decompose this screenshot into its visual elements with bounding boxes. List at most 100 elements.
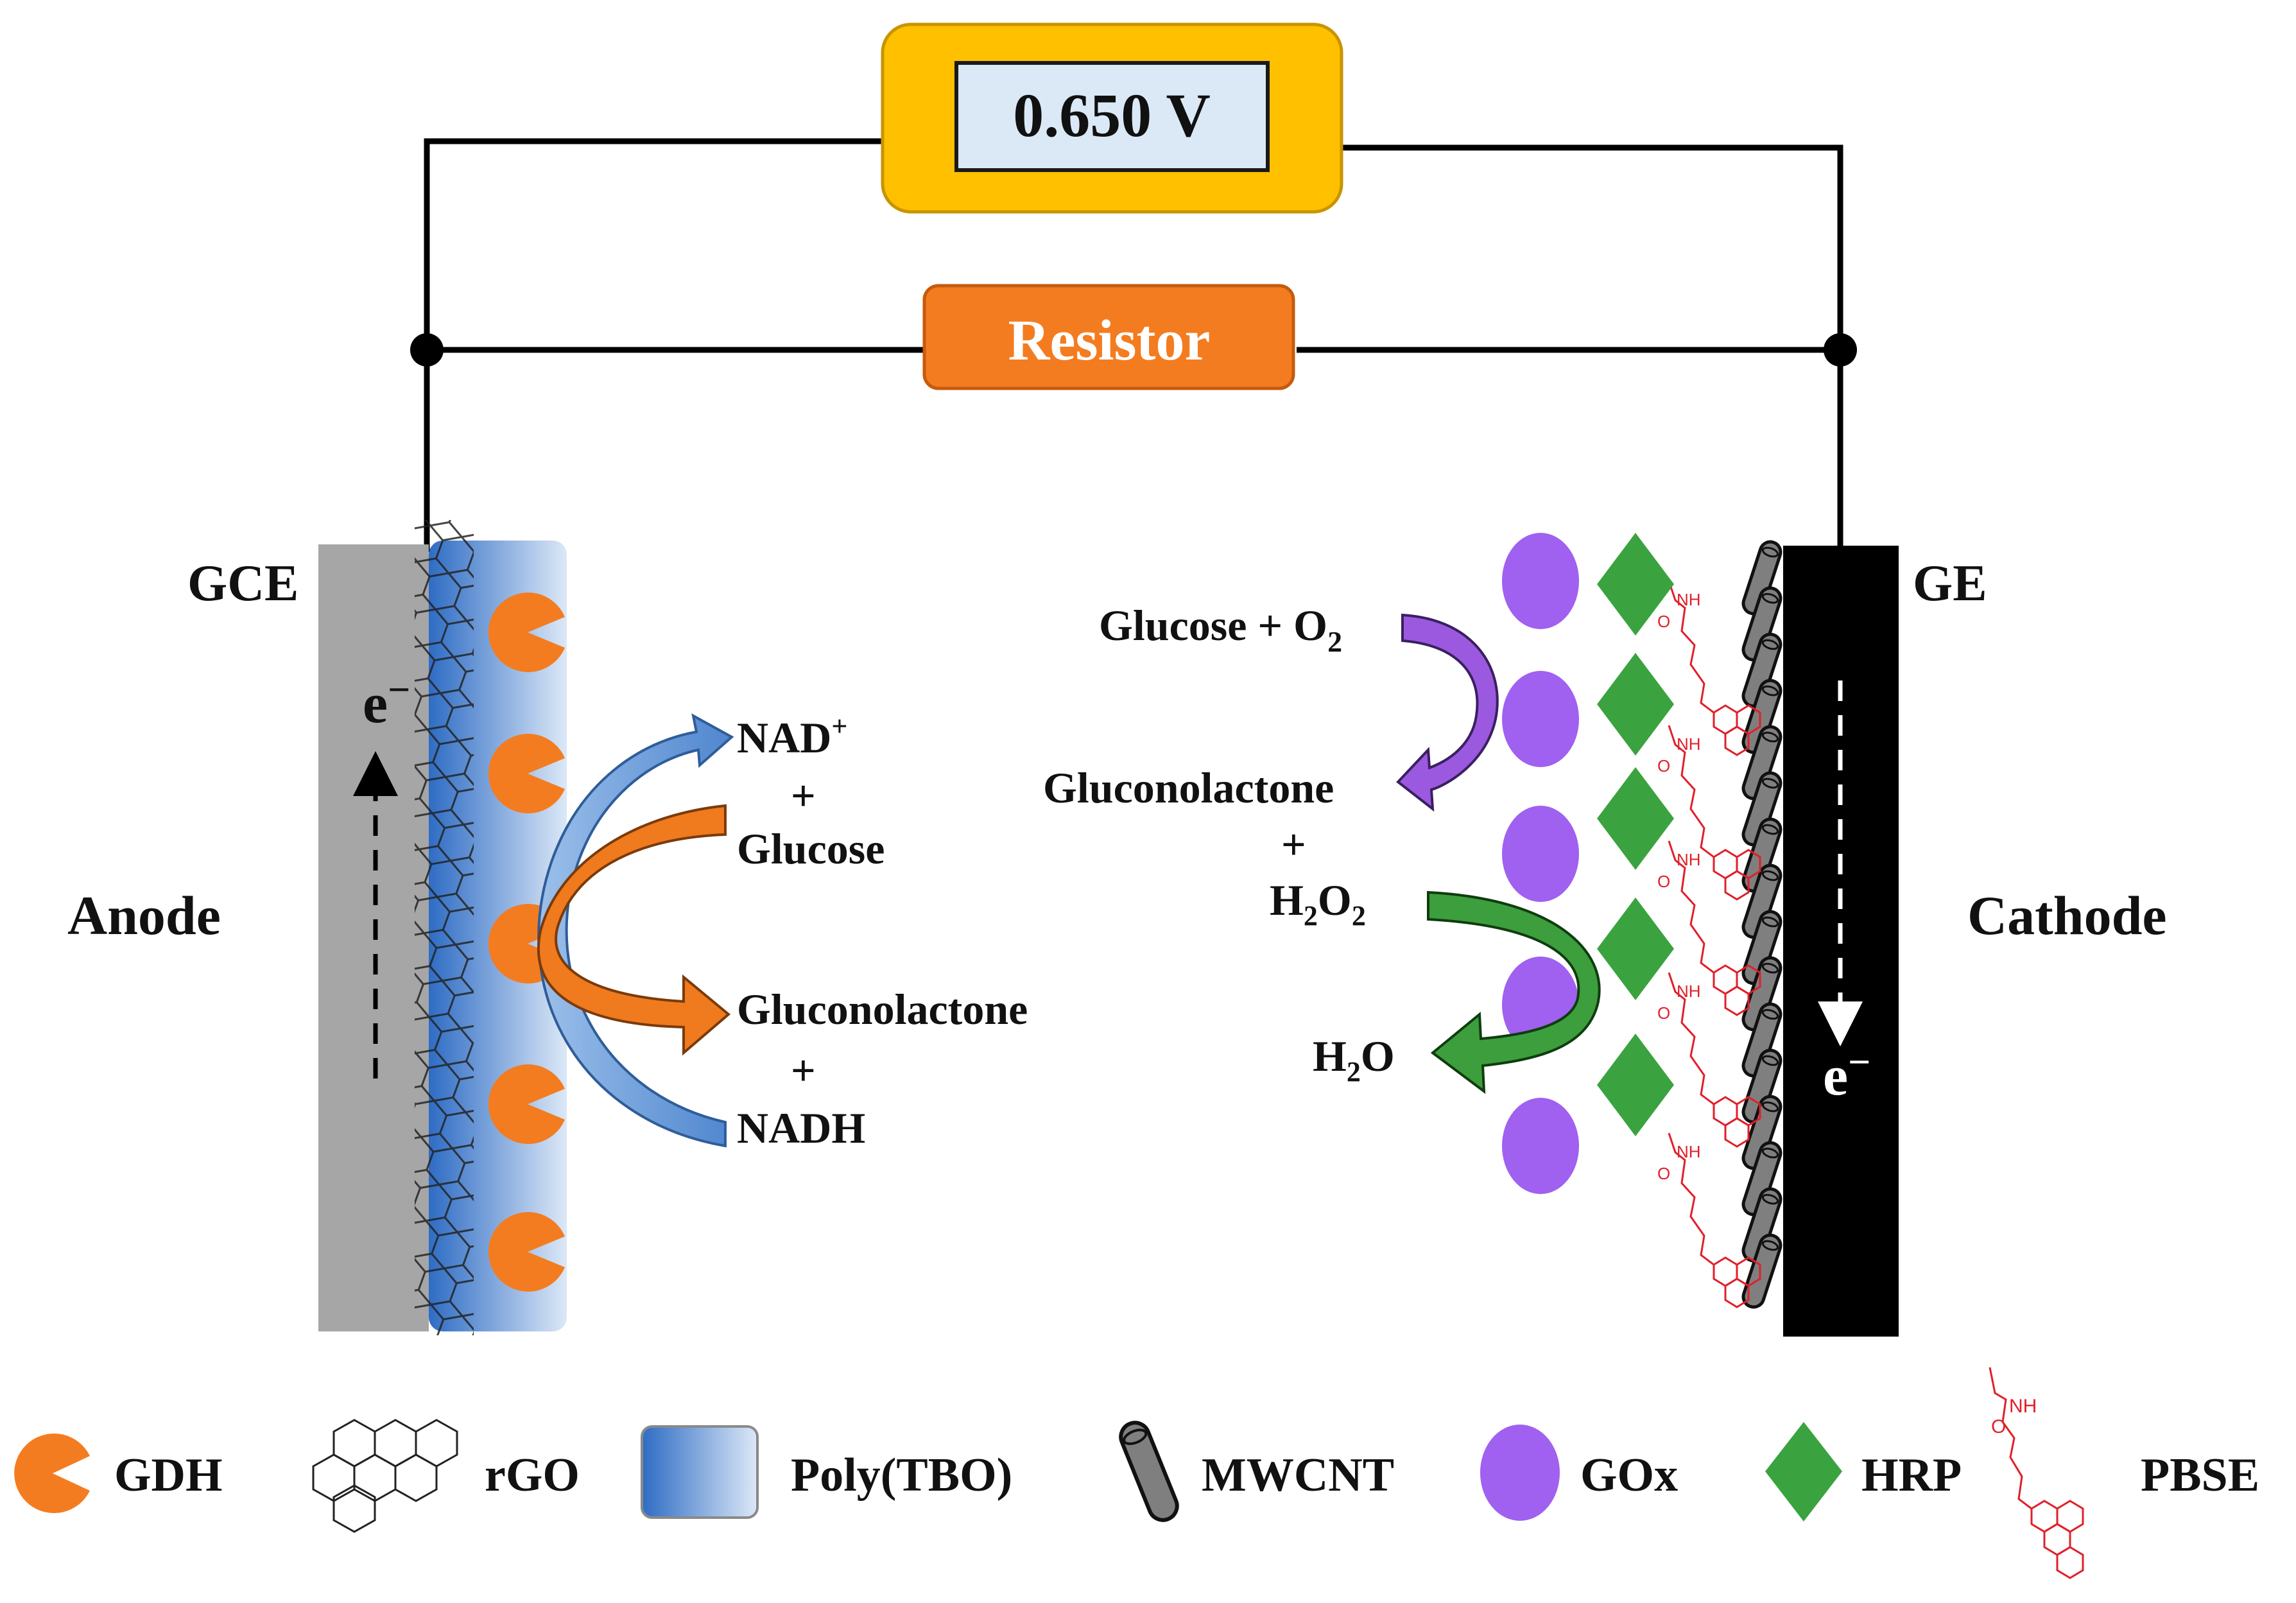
pbse-icon-nh: NH bbox=[2009, 1396, 2037, 1417]
legend: GDH rGO Poly(TBO) MWCNT GOx HRP bbox=[14, 1367, 2259, 1579]
glucose-o2-text: Glucose + O bbox=[1099, 601, 1327, 650]
anode-plus-1: + bbox=[791, 771, 816, 820]
cathode-electrode-label: GE bbox=[1913, 555, 1987, 612]
resistor: Resistor bbox=[922, 284, 1295, 390]
anode-electron-label: e− bbox=[363, 668, 410, 735]
gox-enzyme-icon bbox=[1502, 533, 1579, 629]
h2o2-label: H2O2 bbox=[1270, 876, 1366, 931]
resistor-label: Resistor bbox=[1008, 309, 1211, 372]
anode-plus-2: + bbox=[791, 1046, 816, 1095]
pbse-o-label: O bbox=[1657, 612, 1670, 631]
o2-sub: 2 bbox=[1327, 625, 1342, 658]
pbse-linker-icon bbox=[1668, 725, 1761, 901]
poly-tbo-gradient-icon bbox=[641, 1425, 759, 1519]
mwcnt-tube-icon bbox=[1741, 863, 1782, 939]
anode-electron: e bbox=[363, 673, 388, 735]
mwcnt-tube-icon bbox=[1741, 1233, 1782, 1309]
mwcnt-tube-icon bbox=[1741, 1187, 1782, 1263]
h2o-label: H2O bbox=[1313, 1032, 1395, 1087]
mwcnt-layer bbox=[1741, 540, 1782, 1309]
h2o2-o: O bbox=[1318, 876, 1352, 924]
pbse-icon-o: O bbox=[1991, 1416, 2006, 1437]
mwcnt-tube-icon bbox=[1741, 771, 1782, 847]
cathode-reaction-arrows bbox=[1396, 613, 1601, 1095]
hrp-enzyme-icon bbox=[1597, 767, 1674, 870]
pbse-linker-icon bbox=[1668, 580, 1761, 756]
gox-enzymes bbox=[1502, 533, 1579, 1194]
gox-ellipse-icon bbox=[1480, 1425, 1560, 1521]
cathode-plus: + bbox=[1281, 820, 1306, 869]
mwcnt-tube-icon bbox=[1741, 1095, 1782, 1170]
gdh-enzyme-icon bbox=[488, 733, 565, 813]
pbse-linker-icon bbox=[1668, 840, 1761, 1016]
voltmeter-reading: 0.650 V bbox=[1013, 81, 1211, 150]
pbse-o-label: O bbox=[1657, 1003, 1670, 1023]
junction-dot-left bbox=[410, 333, 444, 367]
legend-label-gdh: GDH bbox=[114, 1449, 223, 1502]
h2o2-sub1: 2 bbox=[1304, 900, 1318, 931]
anode-title-text: Anode bbox=[67, 885, 221, 946]
gdh-enzyme-icon bbox=[488, 1212, 565, 1292]
rgo-layer bbox=[415, 520, 474, 1335]
nad-text: NAD bbox=[737, 713, 831, 762]
circuit-wires bbox=[424, 138, 1843, 552]
gdh-pacman-icon bbox=[14, 1434, 90, 1513]
hrp-enzymes bbox=[1597, 533, 1674, 1136]
legend-label-pbse: PBSE bbox=[2141, 1449, 2259, 1502]
gox-enzyme-icon bbox=[1502, 806, 1579, 902]
hrp-enzyme-icon bbox=[1597, 653, 1674, 756]
pbse-o-label: O bbox=[1657, 756, 1670, 776]
legend-label-mwcnt: MWCNT bbox=[1202, 1449, 1394, 1502]
pbse-o-label: O bbox=[1657, 1164, 1670, 1183]
cathode-electron-sup: − bbox=[1848, 1041, 1870, 1084]
hrp-enzyme-icon bbox=[1597, 897, 1674, 1000]
cathode-title: Cathode bbox=[1967, 885, 2167, 946]
cathode-electron-label: e− bbox=[1823, 1041, 1870, 1107]
mwcnt-tube-icon bbox=[1741, 725, 1782, 801]
hrp-reaction-arrow bbox=[1427, 890, 1601, 1095]
glucose-label: Glucose bbox=[737, 824, 885, 873]
gdh-enzyme-icon bbox=[488, 592, 565, 672]
rgo-hexagon-icon bbox=[312, 1419, 458, 1533]
pbse-nh-label: NH bbox=[1677, 734, 1701, 754]
gdh-enzyme-icon bbox=[488, 1064, 565, 1144]
nad-sup: + bbox=[831, 711, 847, 742]
pbse-linker-icon bbox=[1989, 1367, 2084, 1579]
mwcnt-tube-icon bbox=[1741, 1141, 1782, 1217]
nadh-label: NADH bbox=[737, 1104, 865, 1152]
h2o2-h: H bbox=[1270, 876, 1304, 924]
cathode-assembly bbox=[1783, 546, 1899, 1337]
mwcnt-tube-icon bbox=[1119, 1421, 1179, 1522]
h2o-sub: 2 bbox=[1347, 1056, 1361, 1087]
nad-regeneration-arrow bbox=[537, 713, 734, 1148]
pbse-nh-label: NH bbox=[1677, 982, 1701, 1001]
pbse-nh-label: NH bbox=[1677, 590, 1701, 609]
hrp-enzyme-icon bbox=[1597, 533, 1674, 636]
mwcnt-tube-icon bbox=[1741, 910, 1782, 985]
legend-label-poly-tbo: Poly(TBO) bbox=[791, 1449, 1012, 1502]
mwcnt-tube-icon bbox=[1741, 586, 1782, 662]
pbse-nh-label: NH bbox=[1677, 850, 1701, 869]
nad-label: NAD+ bbox=[737, 711, 847, 762]
junction-dot-right bbox=[1824, 333, 1857, 367]
h2o-h: H bbox=[1313, 1032, 1347, 1080]
glucose-oxidation-arrow bbox=[537, 804, 731, 1056]
gdh-enzymes bbox=[488, 592, 565, 1292]
mwcnt-tube-icon bbox=[1741, 540, 1782, 616]
mwcnt-tube-icon bbox=[1741, 1002, 1782, 1078]
legend-label-gox: GOx bbox=[1580, 1449, 1678, 1502]
hrp-diamond-icon bbox=[1765, 1422, 1842, 1521]
glucose-o2-label: Glucose + O2 bbox=[1099, 601, 1342, 658]
hrp-enzyme-icon bbox=[1597, 1034, 1674, 1136]
gluconolactone-label-cathode: Gluconolactone bbox=[1043, 763, 1334, 812]
voltmeter: 0.650 V bbox=[881, 22, 1343, 214]
anode-title: Anode bbox=[67, 885, 221, 946]
legend-label-hrp: HRP bbox=[1861, 1449, 1962, 1502]
anode-electrode-label: GCE bbox=[187, 555, 298, 612]
pbse-linker-icon bbox=[1668, 972, 1761, 1148]
h2o2-sub2: 2 bbox=[1352, 900, 1366, 931]
gox-enzyme-icon bbox=[1502, 671, 1579, 767]
